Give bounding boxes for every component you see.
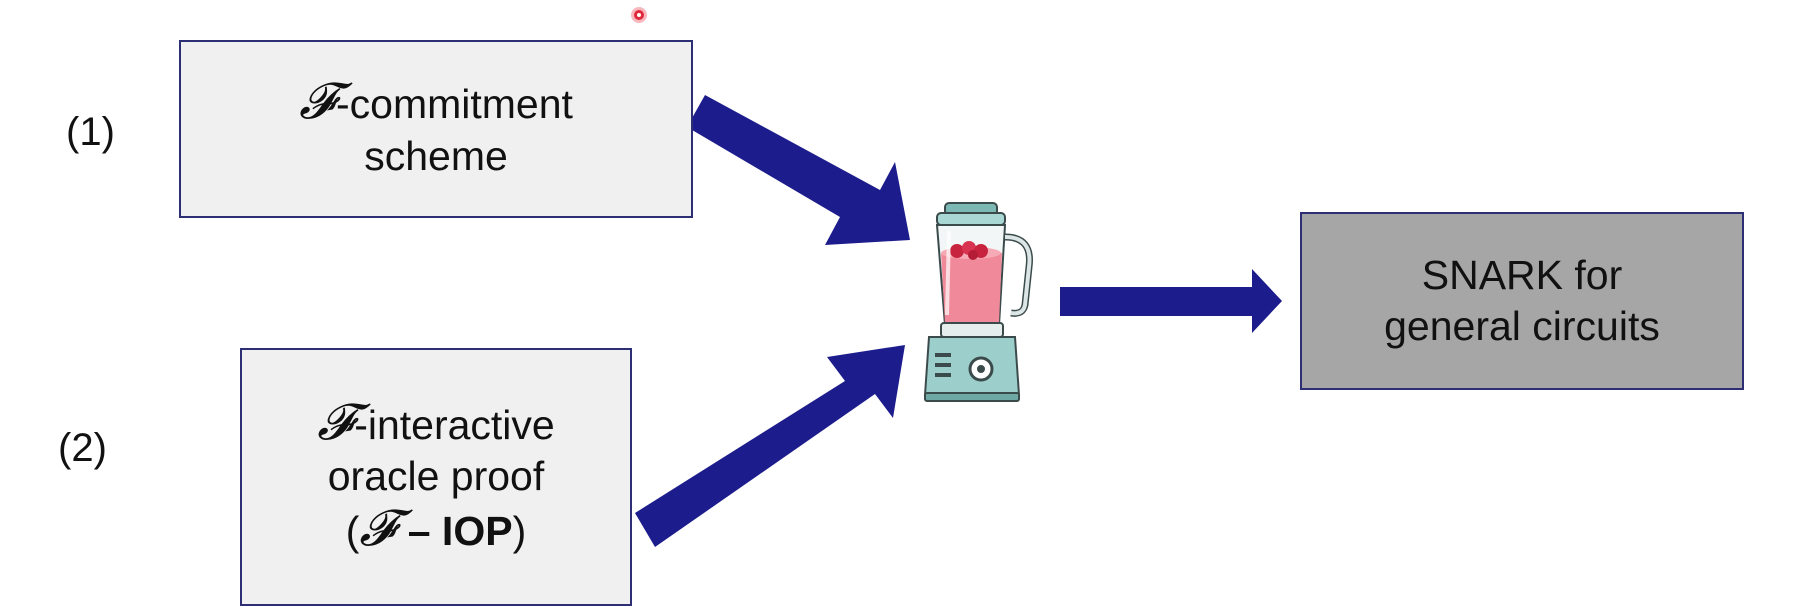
dash: – bbox=[396, 507, 442, 554]
script-f-symbol: 𝓕 bbox=[299, 72, 336, 131]
oracle-proof-label: oracle proof bbox=[327, 453, 545, 500]
snark-box: SNARK for general circuits bbox=[1300, 212, 1744, 390]
step-number-1: (1) bbox=[66, 110, 115, 154]
arrow-commitment-to-blender bbox=[687, 95, 910, 245]
iop-box: 𝓕-interactive oracle proof (𝓕 – IOP) bbox=[240, 348, 632, 606]
iop-abbrev: IOP bbox=[441, 507, 513, 554]
commitment-scheme-box: 𝓕-commitment scheme bbox=[179, 40, 693, 218]
close-paren: ) bbox=[512, 507, 527, 554]
blender-icon bbox=[923, 202, 1033, 402]
iop-line1: 𝓕-interactive bbox=[317, 397, 554, 451]
commitment-label: -commitment bbox=[335, 81, 573, 128]
step-number-2: (2) bbox=[58, 426, 107, 470]
laser-pointer-dot-icon bbox=[631, 7, 647, 23]
script-f-symbol: 𝓕 bbox=[317, 393, 355, 452]
arrow-iop-to-blender bbox=[635, 345, 905, 547]
open-paren: ( bbox=[345, 507, 360, 554]
script-f-symbol: 𝓕 bbox=[359, 498, 397, 557]
scheme-label: scheme bbox=[364, 132, 508, 179]
snark-line1: SNARK for bbox=[1421, 251, 1623, 298]
iop-abbrev-line: (𝓕 – IOP) bbox=[346, 503, 526, 557]
arrow-blender-to-snark bbox=[1060, 269, 1282, 333]
snark-line2: general circuits bbox=[1384, 303, 1660, 349]
commitment-scheme-line1: 𝓕-commitment bbox=[299, 76, 573, 130]
interactive-label: -interactive bbox=[354, 402, 555, 449]
